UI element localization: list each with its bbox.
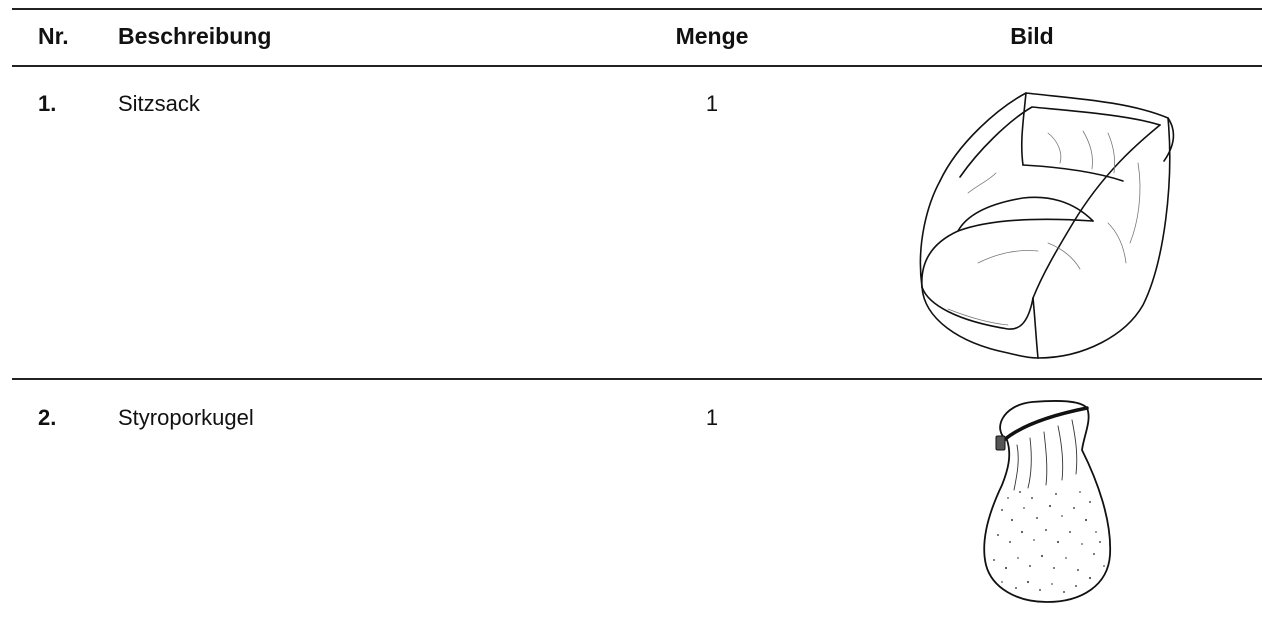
table-top-rule	[12, 8, 1262, 10]
row-2-description: Styroporkugel	[118, 405, 254, 430]
header-image: Bild	[1010, 23, 1054, 49]
header-description: Beschreibung	[118, 23, 272, 49]
header-nr: Nr.	[38, 23, 69, 49]
row-divider	[12, 378, 1262, 380]
row-1-quantity: 1	[705, 91, 719, 116]
bean-bag-chair-icon	[898, 73, 1178, 363]
row-2-number: 2.	[38, 405, 57, 430]
row-1-number: 1.	[38, 91, 57, 116]
header-rule	[12, 65, 1262, 67]
header-quantity: Menge	[675, 23, 749, 49]
polystyrene-bead-bag-icon	[962, 390, 1122, 610]
row-1-description: Sitzsack	[118, 91, 200, 116]
row-2-quantity: 1	[705, 405, 719, 430]
